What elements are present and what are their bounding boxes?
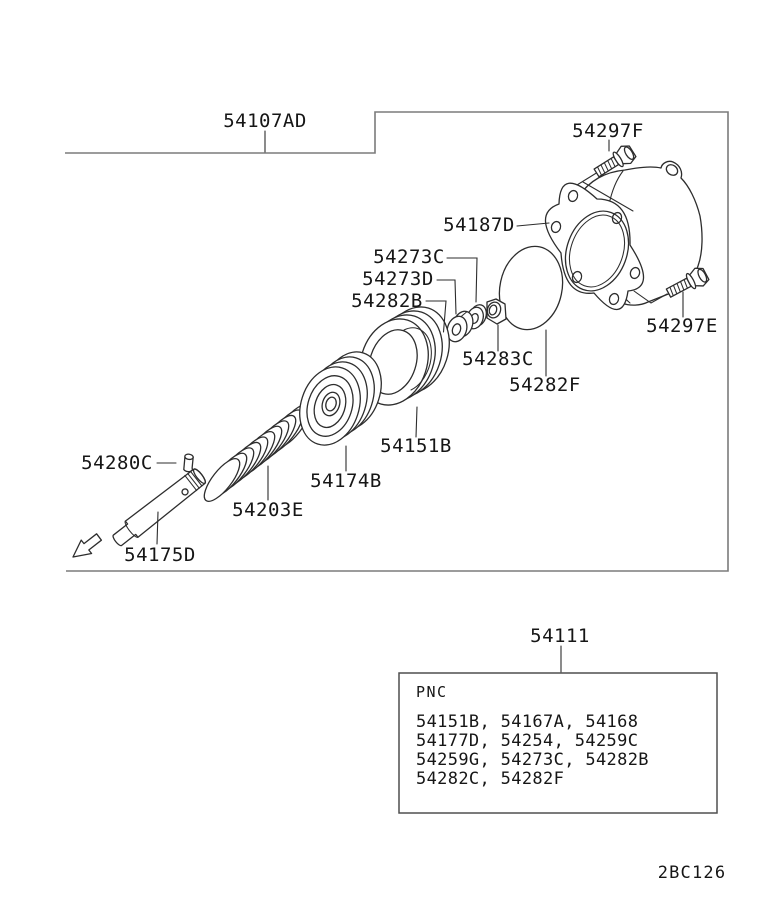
nut-drawing (486, 298, 507, 325)
pnc-line: 54177D, 54254, 54259C (416, 731, 638, 751)
callout-54273d[interactable]: 54273D (362, 268, 434, 290)
pnc-line: 54282C, 54282F (416, 769, 564, 789)
callout-54203e[interactable]: 54203E (232, 499, 304, 521)
pnc-header: PNC (416, 683, 448, 701)
callout-54187d[interactable]: 54187D (443, 214, 515, 236)
leader-spacer (436, 279, 457, 315)
spacer-drawing (446, 310, 474, 343)
diagram-frame (65, 111, 729, 572)
pin-drawing (183, 453, 194, 473)
callout-54273c[interactable]: 54273C (373, 246, 445, 268)
callout-54283c[interactable]: 54283C (462, 348, 534, 370)
callout-54107ad[interactable]: 54107AD (223, 110, 307, 132)
callout-54282f[interactable]: 54282F (509, 374, 581, 396)
leader-shaft (156, 511, 159, 545)
gasket-hole (611, 211, 623, 225)
callout-54297e[interactable]: 54297E (646, 315, 718, 337)
direction-arrow (72, 533, 103, 558)
drawing-code: 2BC126 (658, 863, 727, 883)
pnc-box (398, 672, 718, 814)
gasket-hole (608, 292, 620, 306)
o-ring-drawing (498, 245, 564, 331)
callout-54111[interactable]: 54111 (530, 625, 590, 647)
gasket-hole (567, 189, 579, 203)
gasket-drawing (544, 182, 645, 311)
callout-54282b[interactable]: 54282B (351, 290, 423, 312)
gasket-hole (550, 220, 562, 234)
leader-ball (425, 300, 447, 333)
gasket-hole (629, 266, 641, 280)
pnc-line: 54259G, 54273C, 54282B (416, 750, 649, 770)
callout-54174b[interactable]: 54174B (310, 470, 382, 492)
callout-54175d[interactable]: 54175D (124, 544, 196, 566)
spring-drawing (203, 404, 311, 502)
bolt-upper-drawing (593, 145, 637, 178)
leader-gasket (516, 222, 550, 227)
callout-54151b[interactable]: 54151B (380, 435, 452, 457)
leader-pulley-ring (415, 406, 418, 438)
pnc-line: 54151B, 54167A, 54168 (416, 712, 638, 732)
pump-body-knob-cap (665, 164, 679, 176)
gasket-center-hole (564, 210, 630, 292)
gasket-hole (571, 270, 583, 284)
bolt-lower-axis-line (633, 290, 668, 304)
callout-54297f[interactable]: 54297F (572, 120, 644, 142)
pulley-drawing (299, 351, 382, 446)
shaft-hole (181, 488, 189, 496)
shaft-drawing (112, 468, 207, 547)
callout-54280c[interactable]: 54280C (81, 452, 153, 474)
leader-washer (446, 257, 478, 303)
bolt-lower-drawing (665, 267, 710, 298)
